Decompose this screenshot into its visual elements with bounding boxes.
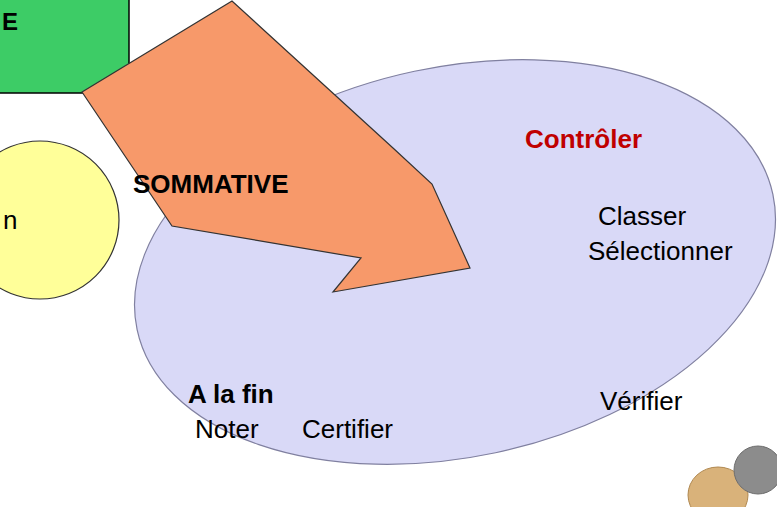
action-word: Certifier: [302, 415, 393, 445]
action-word: Noter: [195, 415, 259, 445]
figure-head: [734, 446, 777, 494]
yellow-circle: n: [0, 140, 120, 300]
sommative-arrow: SOMMATIVE: [80, 0, 475, 295]
action-word: Classer: [598, 202, 686, 232]
sommative-arrow-outline: [80, 0, 475, 295]
yellow-circle-shape: [0, 141, 119, 299]
control-ellipse-shape: [97, 4, 777, 507]
arrow-label: SOMMATIVE: [133, 170, 289, 200]
timing-label: A la fin: [188, 380, 274, 410]
ellipse-heading: Contrôler: [525, 125, 642, 155]
circle-text: n: [3, 206, 17, 236]
action-word: Sélectionner: [588, 237, 733, 267]
action-word: Vérifier: [600, 387, 682, 417]
box-heading: E: [2, 8, 18, 36]
yellow-circle-outline: [0, 140, 120, 300]
